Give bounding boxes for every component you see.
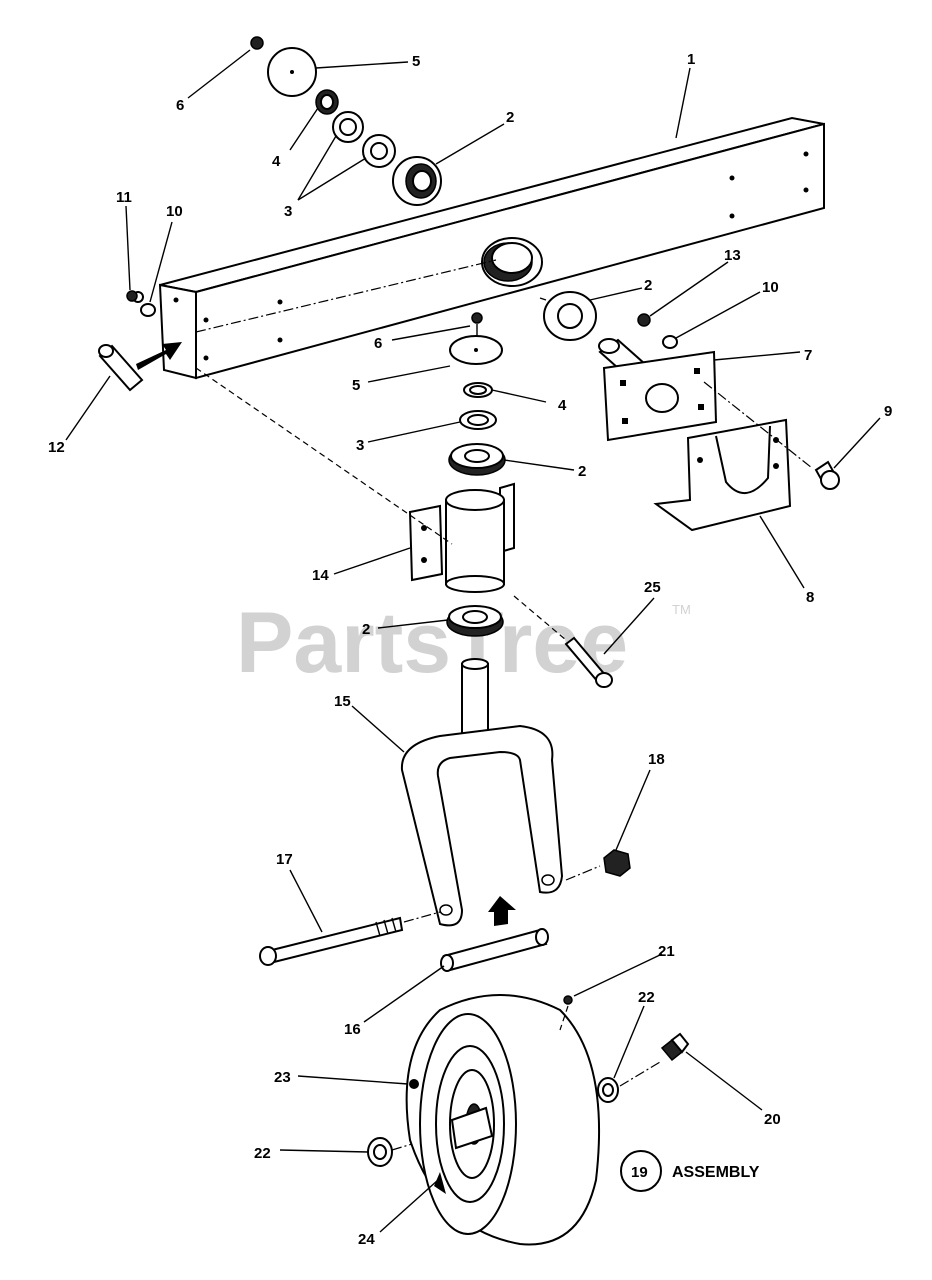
watermark-brand: PartsTree xyxy=(236,595,628,691)
callout-labels: 1 2 2 2 2 3 3 4 4 5 5 6 6 7 8 9 10 10 11… xyxy=(48,51,892,1248)
part-20-grease-fitting xyxy=(660,1032,690,1062)
callout-7: 7 xyxy=(804,347,812,364)
callout-18: 18 xyxy=(648,751,665,768)
part-15-caster-fork xyxy=(400,658,564,927)
right-bearing xyxy=(543,291,597,341)
callout-4-center: 4 xyxy=(558,397,567,414)
callout-2-center: 2 xyxy=(578,463,586,480)
leader-lines xyxy=(65,49,881,1233)
arrow-24 xyxy=(434,1172,446,1194)
callout-2-lower: 2 xyxy=(362,621,370,638)
callout-16: 16 xyxy=(344,1021,361,1038)
callout-6-center: 6 xyxy=(374,335,382,352)
part-8-u-bracket xyxy=(653,418,792,532)
callout-11: 11 xyxy=(116,189,132,206)
center-bushing xyxy=(481,237,543,287)
callout-1: 1 xyxy=(687,51,695,68)
part-12-pin xyxy=(98,344,144,392)
callout-2-upper: 2 xyxy=(506,109,514,126)
callout-10-right: 10 xyxy=(762,279,779,296)
callout-22-right: 22 xyxy=(638,989,655,1006)
part-22-bushing-right xyxy=(597,1077,619,1103)
callout-14: 14 xyxy=(312,567,329,584)
callout-6-upper: 6 xyxy=(176,97,184,114)
direction-arrow-up xyxy=(488,896,516,926)
assembly-callout: 19 ASSEMBLY xyxy=(620,1150,760,1192)
center-hardware-stack xyxy=(448,312,506,476)
watermark: PartsTree TM xyxy=(236,595,691,691)
callout-8: 8 xyxy=(806,589,814,606)
assembly-number: 19 xyxy=(631,1164,648,1181)
part-22-bushing-left xyxy=(367,1137,393,1167)
callout-4-upper: 4 xyxy=(272,153,281,170)
alignment-lines xyxy=(195,259,813,1151)
callout-23: 23 xyxy=(274,1069,291,1086)
assembly-circle xyxy=(620,1150,662,1192)
upper-hardware-stack xyxy=(250,36,442,206)
callout-3-center: 3 xyxy=(356,437,364,454)
part-16-axle-pin xyxy=(440,928,549,972)
callout-22-left: 22 xyxy=(254,1145,271,1162)
callout-3-upper: 3 xyxy=(284,203,292,220)
callout-5-center: 5 xyxy=(352,377,360,394)
callout-10-left: 10 xyxy=(166,203,183,220)
callout-12: 12 xyxy=(48,439,65,456)
part-21-zerk xyxy=(563,995,573,1005)
part-14-pivot-housing xyxy=(408,482,515,593)
direction-arrow-left xyxy=(136,342,182,370)
callout-5-upper: 5 xyxy=(412,53,420,70)
callout-15: 15 xyxy=(334,693,351,710)
callout-24: 24 xyxy=(358,1231,375,1248)
lower-bearing xyxy=(446,605,504,637)
part-23-wheel xyxy=(405,994,601,1246)
part-25-bolt xyxy=(564,636,613,688)
callout-2-right: 2 xyxy=(644,277,652,294)
callout-21: 21 xyxy=(658,943,675,960)
callout-20: 20 xyxy=(764,1111,781,1128)
assembly-label: ASSEMBLY xyxy=(672,1164,760,1181)
callout-13: 13 xyxy=(724,247,741,264)
callout-17: 17 xyxy=(276,851,293,868)
right-nuts xyxy=(126,290,678,349)
watermark-trademark: TM xyxy=(672,602,691,617)
callout-25: 25 xyxy=(644,579,661,596)
part-9-bolt xyxy=(814,460,840,490)
part-7-mounting-plate xyxy=(602,350,718,442)
callout-9: 9 xyxy=(884,403,892,420)
part-17-long-bolt xyxy=(259,916,404,966)
part-18-nut xyxy=(603,849,631,877)
